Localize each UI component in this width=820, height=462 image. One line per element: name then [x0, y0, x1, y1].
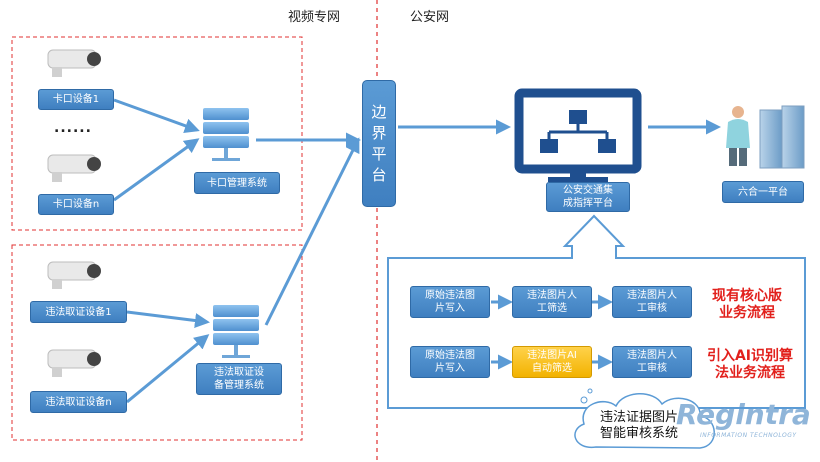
- border-platform-label: 边 界 平 台: [371, 102, 387, 184]
- camera-icon: [47, 261, 101, 289]
- weifa-group-border: [11, 244, 303, 441]
- liuhe-platform: 六合一平台: [722, 181, 804, 203]
- flow-current-label: 现有核心版 业务流程: [712, 288, 782, 321]
- border-platform: 边 界 平 台: [362, 80, 396, 207]
- flow-current-step2: 违法图片人 工筛选: [512, 286, 592, 318]
- kakou-device-1: 卡口设备1: [38, 89, 114, 110]
- ellipsis-label: ......: [54, 120, 92, 136]
- flow-ai-label: 引入AI识别算 法业务流程: [706, 348, 794, 381]
- cloud-system-label: 违法证据图片 智能审核系统: [600, 410, 679, 441]
- camera-icon: [47, 349, 101, 377]
- command-platform: 公安交通集 成指挥平台: [546, 182, 630, 212]
- kakou-device-n: 卡口设备n: [38, 194, 114, 215]
- flow-current-step1: 原始违法图 片写入: [410, 286, 490, 318]
- weifa-management-system: 违法取证设 备管理系统: [196, 363, 282, 395]
- server-rack-operator-icon: [726, 105, 805, 169]
- video-network-header: 视频专网: [288, 10, 341, 25]
- server-icon: [213, 305, 259, 358]
- flow-ai-step2: 违法图片AI 自动筛选: [512, 346, 592, 378]
- camera-icon: [47, 49, 101, 77]
- watermark-logo: Regintra: [676, 398, 811, 431]
- server-icon: [203, 108, 249, 161]
- weifa-device-1: 违法取证设备1: [30, 301, 127, 323]
- flow-ai-step3: 违法图片人 工审核: [612, 346, 692, 378]
- police-network-header: 公安网: [410, 10, 450, 25]
- flow-ai-step1: 原始违法图 片写入: [410, 346, 490, 378]
- camera-icon: [47, 154, 101, 182]
- process-panel: [387, 214, 806, 409]
- watermark-subtitle: INFORMATION TECHNOLOGY: [700, 432, 797, 439]
- kakou-group-border: [11, 36, 303, 231]
- flow-current-step3: 违法图片人 工审核: [612, 286, 692, 318]
- weifa-device-n: 违法取证设备n: [30, 391, 127, 413]
- monitor-network-icon: [514, 88, 642, 182]
- kakou-management-system: 卡口管理系统: [194, 172, 280, 194]
- cloud-shape: [574, 393, 715, 449]
